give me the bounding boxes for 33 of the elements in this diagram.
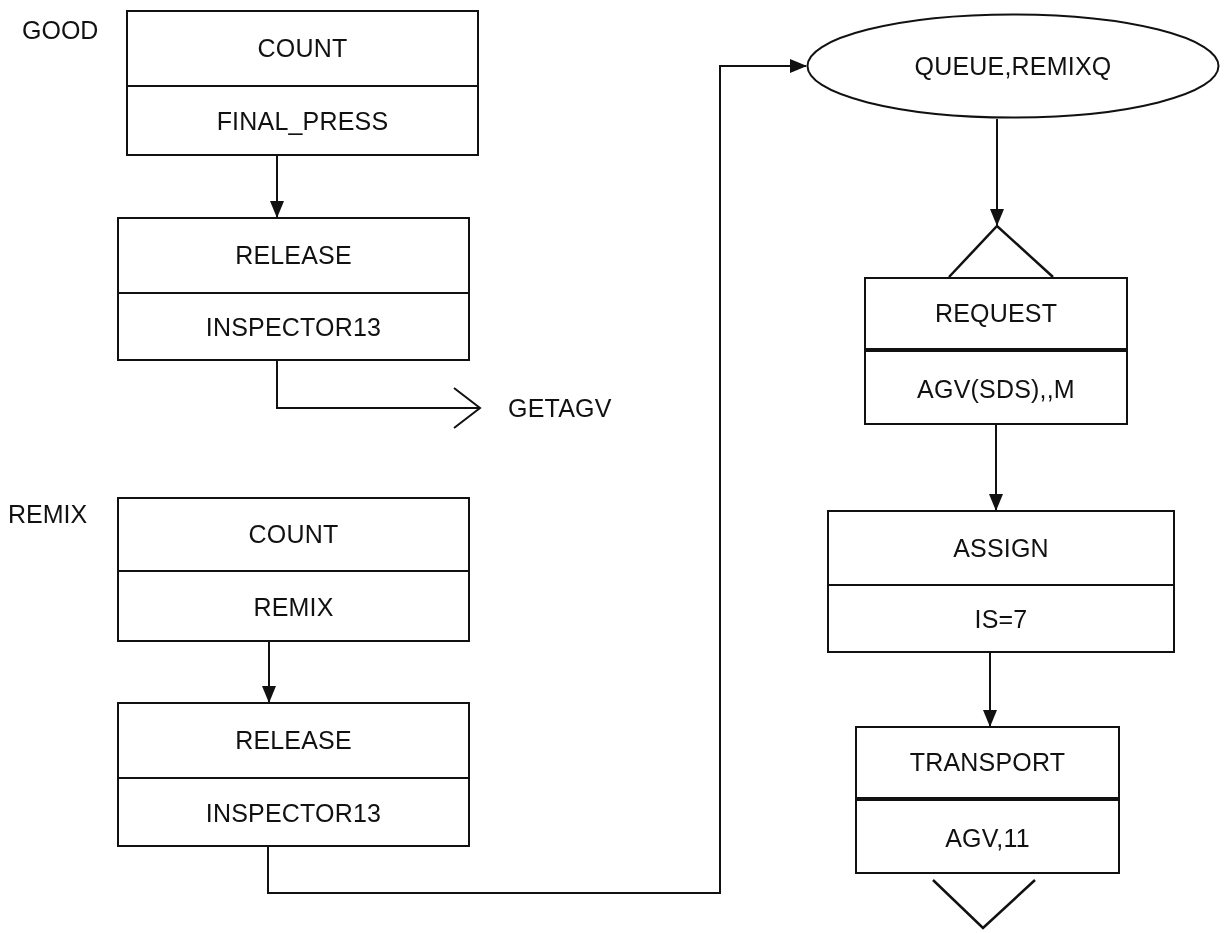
block-operand: AGV(SDS),,M: [917, 375, 1075, 404]
arrow: [983, 652, 997, 727]
block-operand: INSPECTOR13: [205, 313, 382, 342]
block-name: RELEASE: [235, 726, 352, 755]
arrow: [990, 118, 1004, 226]
block-box: [117, 702, 470, 847]
block-name: TRANSPORT: [909, 748, 1066, 777]
queue-ellipse: [806, 13, 1220, 119]
block-label: GOOD: [22, 16, 99, 45]
block-box: [864, 225, 1128, 425]
block-name: REQUEST: [934, 299, 1058, 328]
block-name: COUNT: [257, 34, 348, 63]
arrow: [276, 360, 481, 429]
block-operand: IS=7: [974, 605, 1028, 634]
arrow: [267, 59, 807, 894]
queue-label: QUEUE,REMIXQ: [914, 51, 1112, 81]
block-operand: FINAL_PRESS: [216, 107, 389, 136]
block-box: [117, 497, 470, 642]
block-box: [855, 726, 1120, 929]
block-operand: REMIX: [253, 592, 334, 622]
arrow: [989, 424, 1003, 511]
block-box: [117, 217, 470, 361]
block-name: RELEASE: [235, 241, 352, 270]
block-box: [126, 10, 479, 156]
arrow: [270, 155, 284, 218]
block-name: ASSIGN: [953, 533, 1049, 563]
block-name: COUNT: [248, 520, 339, 549]
block-box: [827, 510, 1175, 653]
target-label: GETAGV: [508, 393, 612, 423]
block-operand: AGV,11: [945, 824, 1030, 853]
arrow: [262, 641, 276, 703]
block-operand: INSPECTOR13: [205, 798, 382, 828]
block-label: REMIX: [8, 500, 88, 529]
